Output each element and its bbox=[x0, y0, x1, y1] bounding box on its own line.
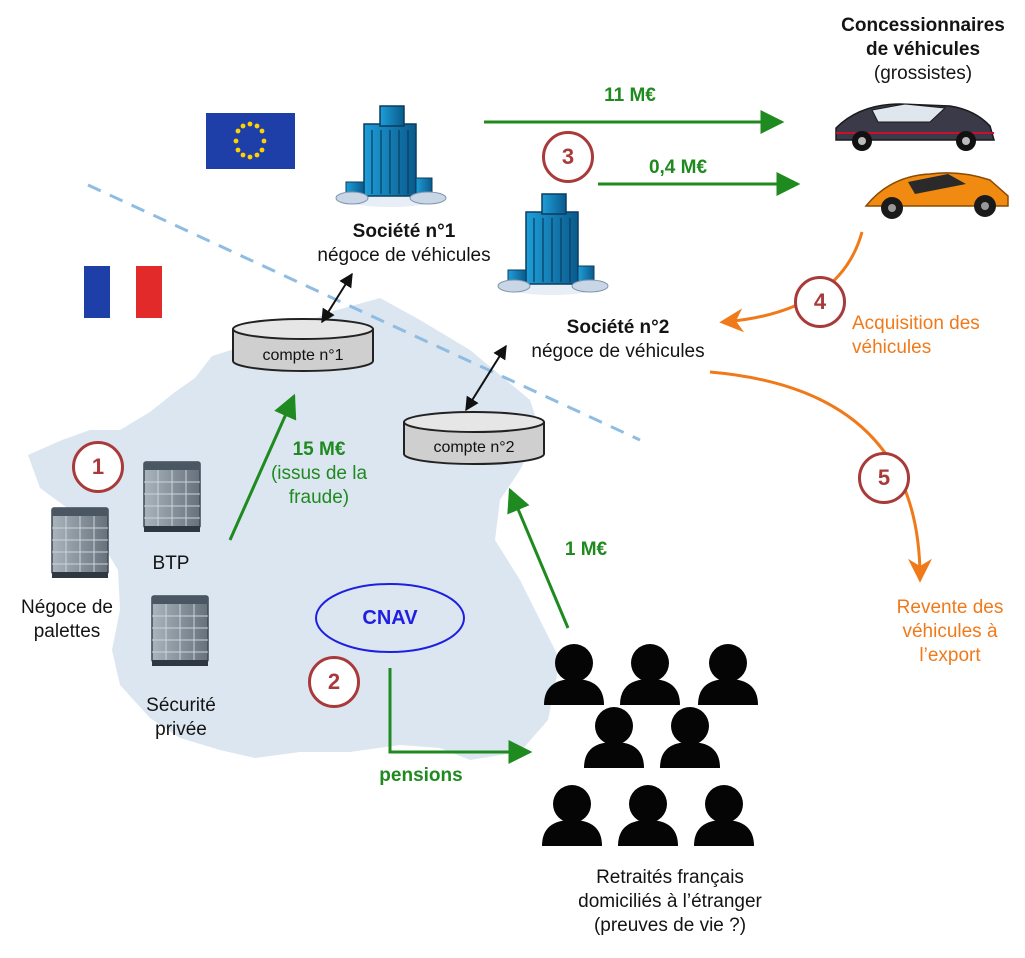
retirees-line1: Retraités français bbox=[596, 867, 744, 888]
flow-arrow-pensions bbox=[388, 668, 533, 764]
retirees-line3: (preuves de vie ?) bbox=[593, 914, 747, 936]
retirees-group bbox=[542, 644, 758, 846]
account2-label: compte n°2 bbox=[433, 439, 515, 456]
step-badge-4: 4 bbox=[794, 276, 846, 328]
resale-line3: l’export bbox=[919, 644, 981, 666]
acquisition-line1: Acquisition des bbox=[852, 313, 980, 334]
flow-arrow-15m bbox=[228, 393, 297, 541]
flow-arrow-1m bbox=[507, 487, 570, 629]
construction-label: BTP bbox=[152, 553, 190, 574]
french-flag-icon bbox=[84, 266, 162, 318]
link-arrow-company2 bbox=[465, 344, 507, 412]
company2-name: Société n°2 bbox=[566, 317, 670, 338]
flow-label-11m: 11 M€ bbox=[604, 85, 656, 106]
resale-label: Revente des véhicules à l’export bbox=[880, 596, 1020, 667]
dealers-title: Concessionnaires de véhicules (grossiste… bbox=[830, 14, 1016, 85]
resale-line2: véhicules à bbox=[902, 620, 998, 642]
step-badge-1: 1 bbox=[72, 441, 124, 493]
step-badge-5: 5 bbox=[858, 452, 910, 504]
pallets-line2: palettes bbox=[33, 620, 101, 642]
office-tower-icon bbox=[335, 105, 447, 208]
company1-activity: négoce de véhicules bbox=[317, 244, 491, 266]
person-silhouette-icon bbox=[660, 707, 720, 768]
step-badge-2: 2 bbox=[308, 656, 360, 708]
cnav-label: CNAV bbox=[362, 607, 418, 629]
car-icon bbox=[835, 103, 995, 151]
fraud-amount: 15 M€ bbox=[292, 439, 346, 460]
person-silhouette-icon bbox=[584, 707, 644, 768]
company1-label: Société n°1 négoce de véhicules bbox=[286, 220, 522, 268]
security-label: Sécurité privée bbox=[126, 694, 236, 742]
border-dashed-line bbox=[87, 183, 641, 442]
dealers-subtitle: (grossistes) bbox=[873, 62, 973, 84]
acquisition-line2: véhicules bbox=[852, 336, 932, 358]
gray-building-icon bbox=[51, 507, 109, 579]
gray-building-icon bbox=[143, 461, 201, 533]
person-silhouette-icon bbox=[542, 785, 602, 846]
eu-flag-icon bbox=[206, 113, 295, 169]
person-silhouette-icon bbox=[618, 785, 678, 846]
pallets-label: Négoce de palettes bbox=[2, 596, 132, 644]
retirees-caption: Retraités français domiciliés à l’étrang… bbox=[540, 866, 800, 937]
flow-label-1m: 1 M€ bbox=[564, 539, 608, 560]
dealers-title-line1: Concessionnaires bbox=[841, 15, 1005, 36]
flow-label-15m: 15 M€ (issus de la fraude) bbox=[254, 438, 384, 509]
link-arrow-company1 bbox=[321, 272, 353, 324]
gray-building-icon bbox=[151, 595, 209, 667]
person-silhouette-icon bbox=[694, 785, 754, 846]
company1-name: Société n°1 bbox=[352, 221, 456, 242]
flow-arrow-resale bbox=[709, 370, 932, 583]
security-line1: Sécurité bbox=[146, 695, 216, 716]
security-line2: privée bbox=[155, 718, 207, 740]
car-icon bbox=[864, 172, 1009, 219]
person-silhouette-icon bbox=[620, 644, 680, 705]
company2-label: Société n°2 négoce de véhicules bbox=[500, 316, 736, 364]
pallets-line1: Négoce de bbox=[21, 597, 113, 618]
cnav-ellipse bbox=[315, 583, 465, 653]
fraud-line2: fraude) bbox=[288, 486, 350, 508]
flow-label-0-4m: 0,4 M€ bbox=[648, 157, 708, 178]
flow-label-pensions: pensions bbox=[379, 765, 463, 786]
resale-line1: Revente des bbox=[896, 597, 1004, 618]
fraud-line1: (issus de la bbox=[270, 462, 368, 484]
account1-label: compte n°1 bbox=[262, 347, 344, 364]
acquisition-label: Acquisition des véhicules bbox=[852, 312, 1024, 360]
person-silhouette-icon bbox=[698, 644, 758, 705]
retirees-line2: domiciliés à l’étranger bbox=[578, 890, 762, 912]
company2-activity: négoce de véhicules bbox=[531, 340, 705, 362]
dealers-title-line2: de véhicules bbox=[865, 38, 981, 60]
step-badge-3: 3 bbox=[542, 131, 594, 183]
